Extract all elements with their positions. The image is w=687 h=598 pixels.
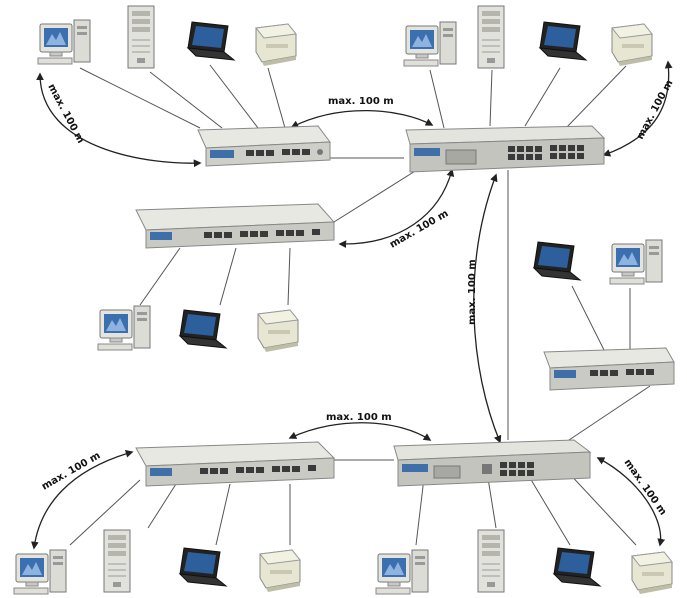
label-bottom-left: max. 100 m: [40, 450, 102, 492]
label-top-left: max. 100 m: [45, 82, 86, 145]
label-top-right: max. 100 m: [635, 78, 676, 141]
label-middle: max. 100 m: [388, 208, 450, 250]
network-cables: [69, 64, 651, 546]
printer-icon: [631, 551, 673, 595]
desktop-pc-icon: [609, 239, 663, 285]
switch-bottom-main: [393, 439, 592, 487]
tower-server-icon: [127, 5, 155, 69]
label-top-middle: max. 100 m: [328, 96, 394, 107]
label-bottom-middle: max. 100 m: [326, 412, 392, 423]
hub-middle-right: [543, 347, 675, 391]
laptop-icon: [179, 547, 227, 587]
laptop-icon: [533, 241, 581, 281]
label-bottom-right: max. 100 m: [622, 457, 669, 517]
laptop-icon: [187, 21, 235, 61]
printer-icon: [255, 23, 297, 67]
hub-top-left: [197, 125, 331, 167]
hub-bottom-left: [135, 441, 336, 487]
laptop-icon: [179, 309, 227, 349]
laptop-icon: [539, 21, 587, 61]
printer-icon: [611, 23, 653, 67]
printer-icon: [257, 309, 299, 353]
desktop-pc-icon: [37, 19, 91, 65]
tower-server-icon: [103, 529, 131, 593]
distance-arrows: [31, 60, 673, 550]
printer-icon: [259, 549, 301, 593]
desktop-pc-icon: [97, 305, 151, 351]
label-vertical: max. 100 m: [467, 259, 478, 325]
desktop-pc-icon: [403, 21, 457, 67]
laptop-icon: [553, 547, 601, 587]
hub-middle-left: [135, 203, 336, 249]
tower-server-icon: [477, 529, 505, 593]
desktop-pc-icon: [375, 549, 429, 595]
switch-top-main: [405, 125, 606, 173]
desktop-pc-icon: [13, 549, 67, 595]
tower-server-icon: [477, 5, 505, 69]
